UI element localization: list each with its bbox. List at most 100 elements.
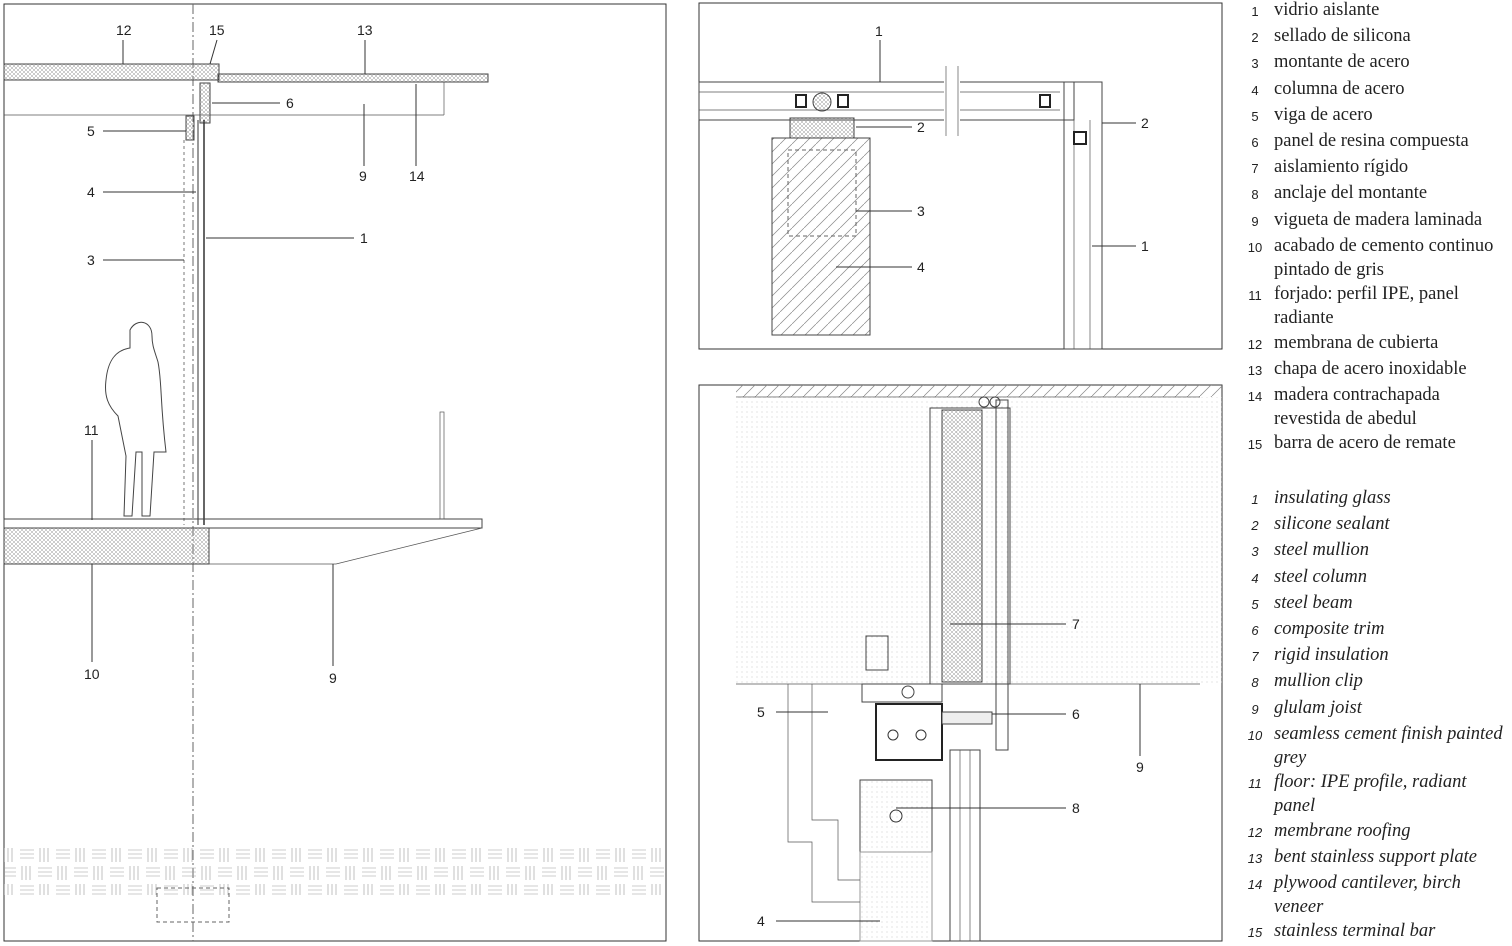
- legend-item: 11 forjado: perfil IPE, panel radiante: [1236, 282, 1510, 330]
- callout-3: 3: [917, 203, 925, 219]
- callout-14: 14: [409, 168, 425, 184]
- callout-2-corner: 2: [1141, 115, 1149, 131]
- legend-number: 3: [1251, 544, 1259, 560]
- callout-11: 11: [84, 422, 99, 438]
- legend-number: 11: [1248, 288, 1262, 304]
- legend-text: viga de acero: [1274, 104, 1373, 125]
- legend-text: stainless terminal bar: [1274, 921, 1436, 942]
- legend-number: 6: [1251, 623, 1259, 639]
- legend-text: vidrio aislante: [1274, 0, 1380, 20]
- legend-item: 12 membrana de cubierta: [1236, 331, 1510, 357]
- legend-text: columna de acero: [1274, 78, 1405, 99]
- callout-10: 10: [84, 666, 100, 682]
- legend-number: 12: [1247, 336, 1263, 352]
- legend-number: 13: [1247, 850, 1263, 866]
- legend-item: 5 steel beam: [1236, 591, 1510, 617]
- legend-item: 10 seamless cement finish painted grey: [1236, 722, 1510, 770]
- legend-text: forjado: perfil IPE, panel radiante: [1274, 284, 1459, 329]
- roof-membrane: [3, 63, 220, 81]
- legend-item: 1 vidrio aislante: [1236, 0, 1510, 24]
- legend-item: 2 sellado de silicona: [1236, 24, 1510, 50]
- legend-text: plywood cantilever, birch veneer: [1274, 873, 1461, 918]
- legend-text: madera contrachapada revestida de abedul: [1274, 385, 1440, 430]
- legend-number: 7: [1251, 161, 1259, 177]
- rigid-insulation: [941, 409, 983, 683]
- legend-number: 1: [1251, 4, 1259, 19]
- legend-number: 4: [1251, 570, 1259, 586]
- legend-text: rigid insulation: [1274, 645, 1389, 666]
- legend-item: 11 floor: IPE profile, radiant panel: [1236, 770, 1510, 818]
- legend-text: membrane roofing: [1274, 820, 1411, 841]
- callout-1-corner: 1: [1141, 238, 1149, 254]
- ground-hatch: [4, 845, 666, 895]
- legend-number: 7: [1251, 649, 1259, 665]
- legend-number: 15: [1247, 437, 1263, 453]
- legend-number: 2: [1251, 30, 1259, 46]
- callout-15: 15: [209, 22, 225, 38]
- legend-text: vigueta de madera laminada: [1274, 209, 1483, 230]
- enlarged-detail: 7 5 6 9 8 4: [698, 384, 1223, 942]
- legend-number: 14: [1247, 389, 1263, 405]
- legend-text: steel column: [1274, 566, 1367, 587]
- legend-number: 10: [1247, 239, 1263, 255]
- legend-number: 6: [1251, 135, 1259, 151]
- legend-number: 2: [1251, 518, 1259, 534]
- legend-item: 7 rigid insulation: [1236, 643, 1510, 669]
- legend-text: floor: IPE profile, radiant panel: [1274, 772, 1467, 817]
- legend-text: seamless cement finish painted grey: [1274, 723, 1503, 769]
- legend-number: 9: [1251, 701, 1259, 717]
- legend-text: aislamiento rígido: [1274, 157, 1409, 178]
- callout-6: 6: [1072, 706, 1080, 722]
- callout-9: 9: [1136, 759, 1144, 775]
- legend-text: chapa de acero inoxidable: [1274, 358, 1467, 379]
- legend-item: 4 steel column: [1236, 565, 1510, 591]
- callout-1: 1: [360, 230, 368, 246]
- legend-text: steel beam: [1274, 592, 1353, 613]
- legend-number: 4: [1251, 82, 1259, 98]
- legend-item: 6 panel de resina compuesta: [1236, 129, 1510, 155]
- cantilever-plate: [217, 73, 489, 83]
- legend-text: mullion clip: [1274, 671, 1363, 692]
- callout-6: 6: [286, 95, 294, 111]
- legend-number: 3: [1251, 56, 1259, 72]
- legend-number: 8: [1251, 187, 1259, 203]
- callout-4: 4: [917, 259, 925, 275]
- legend-text: anclaje del montante: [1274, 183, 1428, 204]
- callout-3: 3: [87, 252, 95, 268]
- legend-text: sellado de silicona: [1274, 26, 1411, 47]
- legend-text: panel de resina compuesta: [1274, 131, 1469, 152]
- human-figure: [105, 321, 167, 517]
- legend-item: 4 columna de acero: [1236, 77, 1510, 103]
- floor-slab: [3, 527, 210, 565]
- plan-detail: 1 2 2 3 4 1: [698, 2, 1223, 350]
- legend-number: 8: [1251, 675, 1259, 691]
- legend-text: composite trim: [1274, 619, 1385, 640]
- callout-4: 4: [757, 913, 765, 929]
- legend-text: insulating glass: [1274, 488, 1391, 508]
- legend-number: 5: [1251, 596, 1259, 612]
- callout-12: 12: [116, 22, 132, 38]
- section-drawing: 12 15 13 6 5 9 14 4 1 3 11 10 9: [3, 3, 667, 942]
- legend-number: 10: [1247, 727, 1263, 743]
- legend-item: 14 madera contrachapada revestida de abed…: [1236, 383, 1510, 431]
- callout-5: 5: [87, 123, 95, 139]
- legend-text: membrana de cubierta: [1274, 332, 1439, 353]
- legend-number: 11: [1248, 776, 1262, 792]
